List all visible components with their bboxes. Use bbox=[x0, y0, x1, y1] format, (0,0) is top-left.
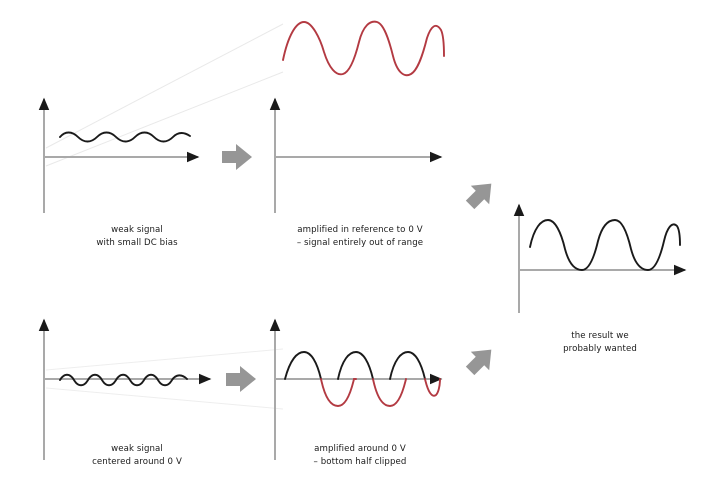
arrow-top-middle-to-result bbox=[465, 183, 492, 210]
waveform-clipped-positive-half bbox=[337, 351, 374, 380]
caption-line: amplified in reference to 0 V bbox=[297, 225, 423, 235]
arrow-top-left-to-middle bbox=[222, 144, 252, 170]
waveform-clipped-positive-half bbox=[284, 351, 322, 380]
caption-line: probably wanted bbox=[563, 344, 637, 354]
guide-lines-top bbox=[45, 23, 284, 167]
caption-line: weak signal bbox=[111, 444, 163, 454]
panel-bottom-middle bbox=[269, 318, 443, 460]
caption-line: centered around 0 V bbox=[92, 457, 182, 467]
caption-line: – bottom half clipped bbox=[313, 457, 407, 467]
guide-lines-bottom bbox=[45, 348, 284, 410]
panel-right-result bbox=[513, 203, 687, 313]
caption-line: weak signal bbox=[111, 225, 163, 235]
panel-top-offscreen-red bbox=[282, 20, 445, 77]
panel-top-left bbox=[38, 97, 200, 213]
caption-weak-signal-dc-bias: weak signal with small DC bias bbox=[42, 224, 232, 250]
waveform-result bbox=[529, 219, 681, 271]
waveform-amplified-out-of-range bbox=[282, 20, 445, 77]
caption-result-we-wanted: the result we probably wanted bbox=[500, 330, 700, 356]
caption-amplified-bottom-clipped: amplified around 0 V – bottom half clipp… bbox=[240, 443, 480, 469]
caption-weak-signal-centered: weak signal centered around 0 V bbox=[42, 443, 232, 469]
waveform-clipped-positive-half bbox=[389, 351, 426, 380]
waveform-clipped-negative-half bbox=[372, 378, 407, 407]
arrow-bottom-left-to-middle bbox=[226, 366, 256, 392]
arrow-bottom-middle-to-result bbox=[465, 349, 492, 376]
panel-bottom-left bbox=[38, 318, 212, 460]
caption-line: the result we bbox=[571, 331, 629, 341]
caption-line: – signal entirely out of range bbox=[296, 238, 424, 248]
waveform-clipped-negative-half bbox=[320, 378, 355, 407]
panel-top-middle bbox=[269, 97, 443, 213]
waveform-weak-dc-bias bbox=[59, 131, 191, 143]
waveform-clipped-negative-half bbox=[424, 378, 441, 397]
caption-amplified-reference-0v: amplified in reference to 0 V – signal e… bbox=[240, 224, 480, 250]
caption-line: with small DC bias bbox=[96, 238, 178, 248]
caption-line: amplified around 0 V bbox=[314, 444, 406, 454]
waveform-weak-centered bbox=[59, 373, 188, 387]
